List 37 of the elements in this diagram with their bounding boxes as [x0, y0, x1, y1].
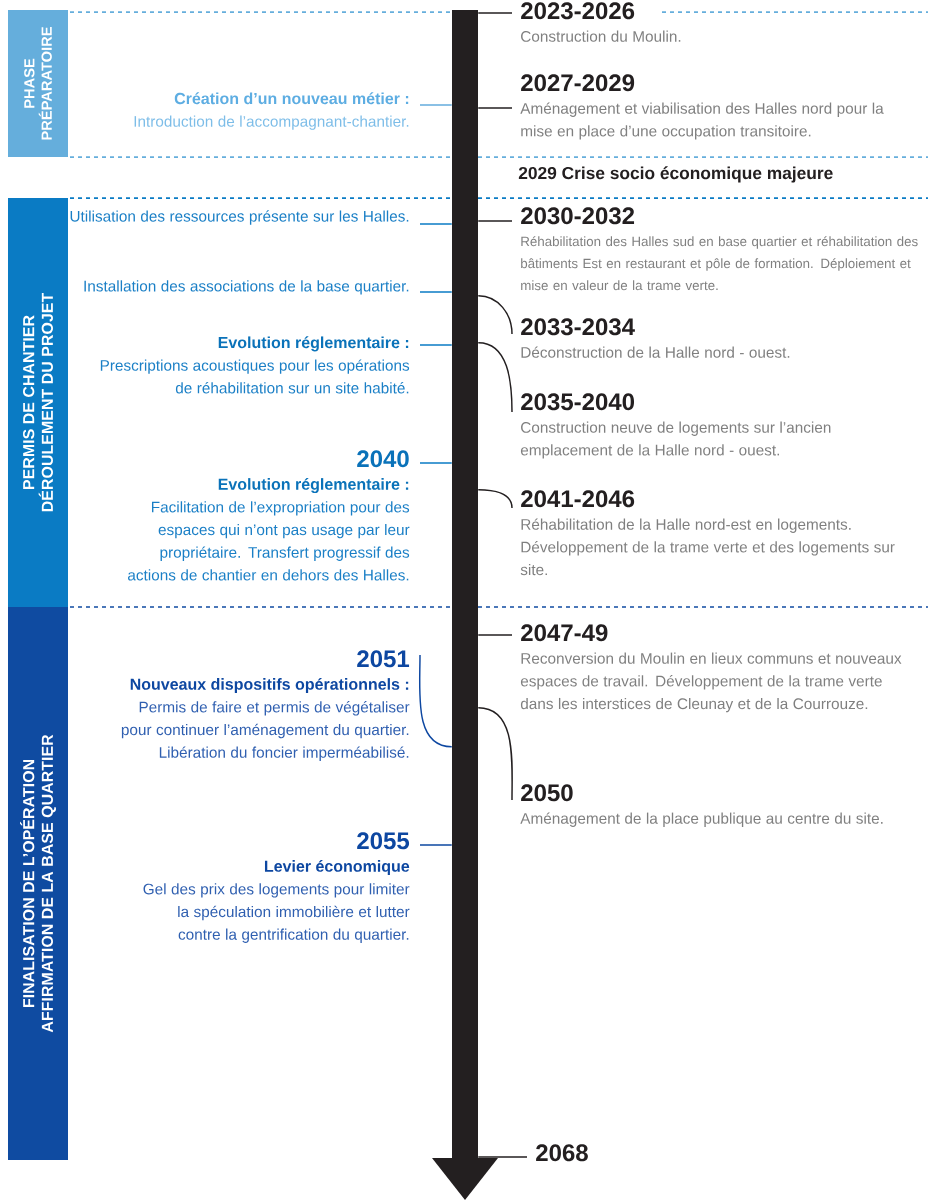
leader-line [477, 342, 513, 413]
event-text: Utilisation des ressources présente sur les Halles. [70, 210, 409, 225]
leader-line [477, 220, 513, 222]
event-text: Evolution réglementaire : Prescriptions acoustiques pour les opérations de réhabilitation sur un site habité. [100, 336, 410, 394]
leader-line [419, 291, 453, 293]
event-text: Création d’un nouveau métier : Introduction de l’accompagnant-chantier. [134, 92, 409, 130]
leader-line [419, 223, 453, 225]
leader-line [419, 104, 453, 106]
event-text: 2033-2034 Déconstruction de la Halle nord - ouest. [521, 318, 790, 358]
event-text: 2030-2032 Réhabilitation des Halles sud en base quartier et réhabilitation des bâtiments Est en restaurant et pôle de formation. Déploiement et mise en valeur de la trame verte. [521, 207, 918, 291]
leader-line [477, 295, 513, 335]
event-label: 2029 Crise socio économique majeure [518, 166, 833, 183]
event-text: 2041-2046 Réhabilitation de la Halle nord-est en logements. Développement de la trame verte et des logements sur site. [520, 490, 895, 576]
leader-line [477, 707, 513, 801]
timeline-arrow [432, 10, 498, 1200]
event-text: 2068 [536, 1144, 588, 1162]
event-text: 2051 Nouveaux dispositifs opérationnels : Permis de faire et permis de végétaliser pour continuer l’aménagement du quartier. Libération du foncier imperméabilisé. [121, 650, 410, 761]
leader-line [477, 489, 513, 509]
event-text: Installation des associations de la base quartier. [84, 280, 409, 295]
phase-band: PERMIS DE CHANTIER DÉROULEMENT DU PROJET [8, 198, 68, 607]
event-text: 2023-2026 Construction du Moulin. [521, 2, 681, 42]
phase-band: PHASE PRÉPARATOIRE [8, 10, 68, 157]
leader-line [477, 1156, 528, 1158]
leader-line [419, 344, 453, 346]
leader-line [418, 654, 453, 748]
event-text: 2035-2040 Construction neuve de logements sur l’ancien emplacement de la Halle nord - ouest. [520, 393, 831, 459]
event-text: 2055 Levier économique Gel des prix des logements pour limiter la spéculation immobilière et lutter contre la gentrification du quartier. [143, 832, 410, 943]
leader-line [419, 844, 453, 846]
event-text: 2027-2029 Aménagement et viabilisation des Halles nord pour la mise en place d’une occupation transitoire. [520, 74, 884, 140]
event-text: 2050 Aménagement de la place publique au centre du site. [520, 784, 883, 827]
leader-line [419, 462, 453, 464]
phase-band: FINALISATION DE L’OPÉRATION AFFIRMATION DE LA BASE QUARTIER [8, 607, 68, 1160]
event-text: 2047-49 Reconversion du Moulin en lieux communs et nouveaux espaces de travail. Développement de la trame verte dans les interstices de Cleunay et de la Courrouze. [520, 624, 902, 713]
event-text: 2040 Evolution réglementaire : Facilitation de l’expropriation pour des espaces qui n’ont pas usage par leur propriétaire. Transfert progressif des actions de chantier en dehors des Halles. [128, 450, 410, 581]
leader-line [477, 107, 513, 109]
leader-line [477, 634, 513, 636]
leader-line [477, 12, 513, 14]
